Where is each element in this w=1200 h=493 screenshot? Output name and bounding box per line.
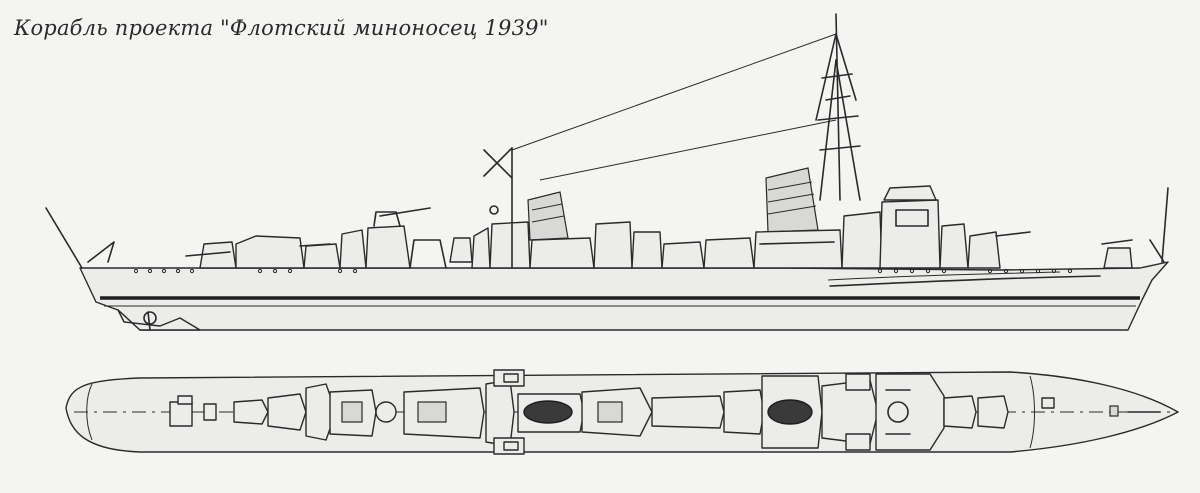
forward-superstructure [511, 13, 1133, 269]
aft-superstructure [185, 207, 473, 269]
bow-and-stern-staffs [45, 187, 1169, 269]
plan-deck-fittings [169, 369, 1161, 455]
midship-superstructure [471, 147, 755, 269]
portholes [133, 268, 1073, 274]
side-profile-view [45, 13, 1169, 331]
plan-view [65, 369, 1179, 455]
drawing-caption: Корабль проекта "Флотский миноносец 1939… [14, 16, 549, 40]
